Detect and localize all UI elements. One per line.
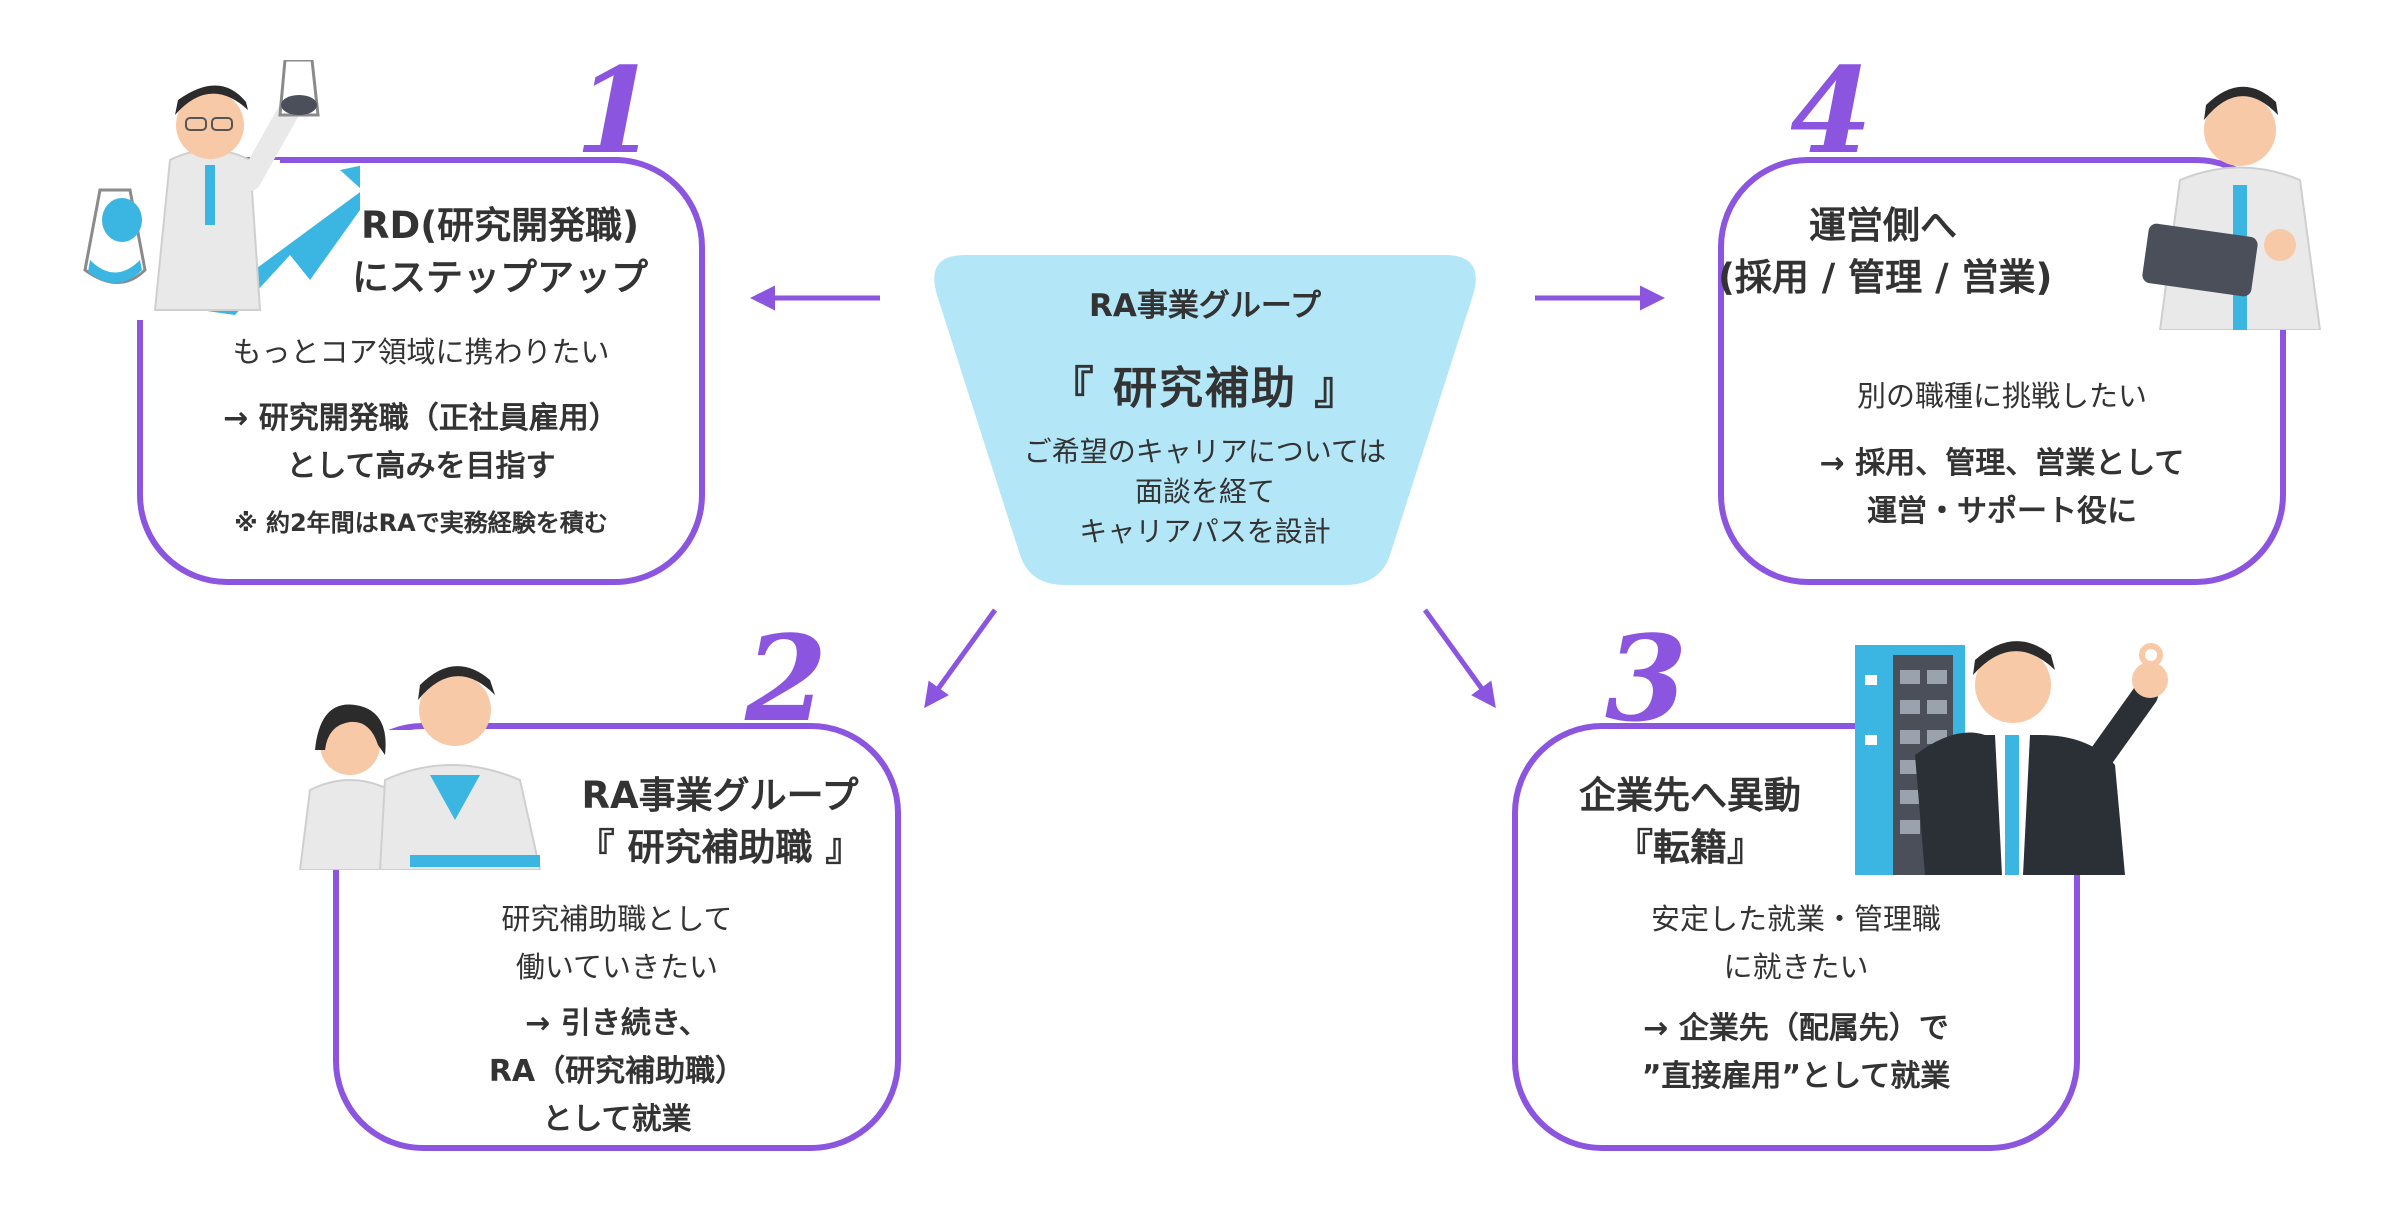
office-worker-tablet-icon (2142, 86, 2340, 330)
step1-result-line: → 研究開発職（正社員雇用） (223, 401, 619, 436)
step3-title-line: 『転籍』 (1616, 826, 1764, 869)
step3-desc-line: 安定した就業・管理職 (1650, 902, 1941, 936)
center-desc-line: ご希望のキャリアについては (1023, 435, 1387, 468)
center-group-label: RA事業グループ (1088, 288, 1321, 324)
step3-title: 企業先へ異動 『転籍』 (1540, 770, 1840, 874)
step2-number: 2 (745, 609, 827, 748)
step4-title: 運営側へ (採用 / 管理 / 営業) (1718, 200, 2053, 304)
step3-result-line: → 企業先（配属先）で (1643, 1011, 1949, 1046)
step3-result: → 企業先（配属先）で ”直接雇用”として就業 (1512, 1005, 2080, 1101)
step1-number: 1 (575, 41, 657, 180)
scientist-growth-icon (83, 60, 360, 320)
step3-title-line: 企業先へ異動 (1579, 774, 1801, 817)
step2-desc: 研究補助職として 働いていきたい (333, 895, 901, 991)
step1-title-line: にステップアップ (352, 256, 648, 299)
step2-desc-line: 働いていきたい (515, 950, 719, 984)
step1-title-line: RD(研究開発職) (360, 204, 640, 247)
step4-result-line: 運営・サポート役に (1867, 494, 2137, 529)
step3-result-line: ”直接雇用”として就業 (1641, 1059, 1951, 1094)
step2-result-line: → 引き続き、 (525, 1006, 709, 1041)
step1-desc: もっとコア領域に携わりたい (232, 335, 610, 369)
step4-desc: 別の職種に挑戦したい (1856, 379, 2147, 413)
researchers-icon (298, 666, 550, 870)
step2-title: RA事業グループ 『 研究補助職 』 (560, 770, 880, 874)
step4-result-line: → 採用、管理、営業として (1819, 446, 2185, 481)
step1-title: RD(研究開発職) にステップアップ (330, 200, 670, 304)
step4-result: → 採用、管理、営業として 運営・サポート役に (1718, 440, 2286, 536)
businessman-building-icon (1855, 641, 2168, 875)
step3-desc-line: に就きたい (1723, 950, 1869, 984)
arrow-to-step3 (1422, 608, 1496, 709)
step4-title-line: 運営側へ (1809, 204, 1957, 247)
center-desc-line: キャリアパスを設計 (1079, 515, 1331, 548)
step2-result: → 引き続き、 RA（研究補助職） として就業 (333, 1000, 901, 1144)
step1-result: → 研究開発職（正社員雇用） として高みを目指す (137, 395, 705, 491)
step4-title-line: (採用 / 管理 / 営業) (1718, 256, 2053, 299)
step2-result-line: として就業 (542, 1102, 692, 1137)
step2-desc-line: 研究補助職として (501, 902, 733, 936)
center-shape-bg (934, 255, 1476, 585)
center-node (925, 255, 1485, 589)
arrow-to-step2 (924, 608, 998, 709)
center-desc-line: 面談を経て (1134, 475, 1275, 508)
step1-note: ※ 約2年間はRAで実務経験を積む (234, 509, 608, 537)
step2-title-line: 『 研究補助職 』 (577, 826, 863, 869)
step2-result-line: RA（研究補助職） (488, 1054, 746, 1089)
step3-number: 3 (1605, 609, 1687, 748)
step2-title-line: RA事業グループ (581, 774, 859, 817)
center-description: ご希望のキャリアについては 面談を経て キャリアパスを設計 (925, 432, 1485, 552)
step3-desc: 安定した就業・管理職 に就きたい (1512, 895, 2080, 991)
center-role-label: 『 研究補助 』 (1049, 363, 1361, 414)
step4-number: 4 (1790, 41, 1872, 180)
step1-result-line: として高みを目指す (286, 449, 556, 484)
